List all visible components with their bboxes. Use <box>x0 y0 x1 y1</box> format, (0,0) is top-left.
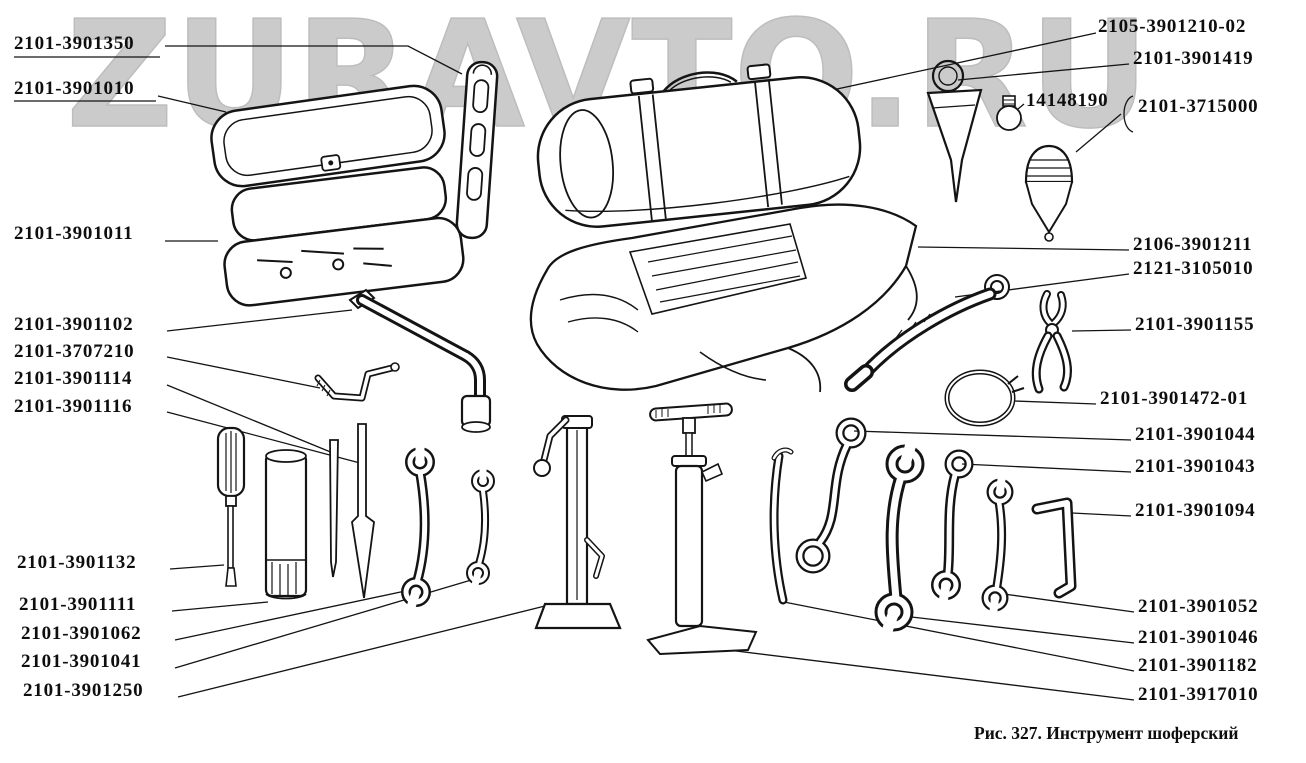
part-number-label: 2101-3901011 <box>14 223 134 244</box>
part-number-label: 2101-3901111 <box>19 594 137 615</box>
part-number-label: 2101-3901132 <box>17 552 137 573</box>
part-number-label: 2101-3901419 <box>1133 48 1254 69</box>
part-number-label: 2101-3901052 <box>1138 596 1259 617</box>
part-number-label: 2101-3901472-01 <box>1100 388 1249 409</box>
jack-drawing <box>533 415 622 630</box>
part-number-label: 2101-3917010 <box>1138 684 1259 705</box>
part-number-label: 2106-3901211 <box>1133 234 1253 255</box>
toolbox-closed-drawing <box>210 84 446 188</box>
part-number-label: 2105-3901210-02 <box>1098 16 1247 37</box>
part-number-label: 2101-3901044 <box>1135 424 1256 445</box>
punch-drawing <box>351 423 375 599</box>
part-number-label: 2101-3901010 <box>14 78 135 99</box>
part-number-label: 2101-3901043 <box>1135 456 1256 477</box>
open-end-wrench-medium-drawing <box>401 443 435 612</box>
part-number-label: 2101-3901155 <box>1135 314 1255 335</box>
part-number-label: 2121-3105010 <box>1133 258 1254 279</box>
part-number-label: 14148190 <box>1026 90 1109 111</box>
tube-wrench-drawing <box>264 449 308 600</box>
bulb-drawing <box>996 95 1022 131</box>
part-number-label: 2101-3707210 <box>14 341 135 362</box>
part-number-label: 2101-3901041 <box>21 651 142 672</box>
combination-wrench-drawing <box>931 449 974 603</box>
tow-hook-drawing <box>844 274 1010 392</box>
part-number-label: 2101-3901094 <box>1135 500 1256 521</box>
pump-drawing <box>646 402 758 656</box>
wire-ring-drawing <box>944 369 1025 427</box>
leader-lines <box>14 32 1135 701</box>
open-end-wrench-small-drawing <box>466 465 495 590</box>
l-key-drawing <box>1031 497 1077 599</box>
part-number-label: 2101-3901114 <box>14 368 133 389</box>
cover-mat-drawing <box>529 203 918 393</box>
part-number-label: 2101-3901046 <box>1138 627 1259 648</box>
tool-bag-drawing <box>536 63 862 228</box>
part-number-label: 2101-3901182 <box>1138 655 1258 676</box>
lamp-drawing <box>1024 144 1074 242</box>
part-number-label: 2101-3901250 <box>23 680 144 701</box>
box-wrench-s-drawing <box>795 417 867 574</box>
part-number-label: 2101-3901102 <box>14 314 134 335</box>
part-number-label: 2101-3901116 <box>14 396 133 417</box>
open-end-wrench-large-drawing <box>874 442 925 633</box>
double-open-wrench-drawing <box>981 474 1014 616</box>
screwdriver-drawing <box>216 426 246 587</box>
figure-caption: Рис. 327. Инструмент шоферский <box>974 723 1239 743</box>
wheel-brace-drawing <box>348 288 492 433</box>
crank-handle-drawing <box>314 362 400 402</box>
funnel-drawing <box>926 59 983 203</box>
handle-strap-drawing <box>455 60 499 240</box>
part-number-label: 2101-3901062 <box>21 623 142 644</box>
tire-lever-drawing <box>769 447 794 605</box>
part-number-label: 2101-3715000 <box>1138 96 1259 117</box>
drift-pin-drawing <box>329 439 339 578</box>
pliers-drawing <box>1031 290 1072 394</box>
part-number-label: 2101-3901350 <box>14 33 135 54</box>
toolbox-open-drawing <box>223 166 465 307</box>
